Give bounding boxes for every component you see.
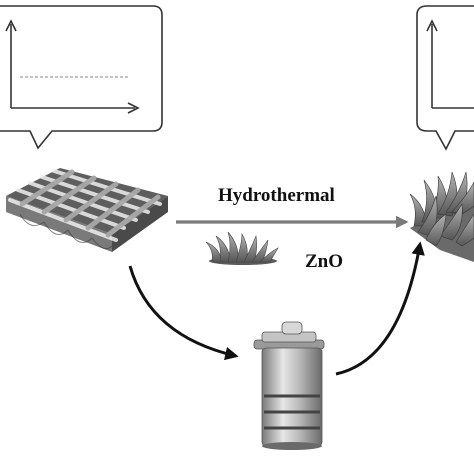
left-plot-x-arrowhead bbox=[127, 102, 140, 114]
to-autoclave-arrow bbox=[128, 265, 239, 361]
right-plot-y-arrowhead bbox=[426, 19, 438, 32]
from-autoclave-arrow bbox=[335, 241, 425, 376]
woven-fabric-illustration bbox=[6, 168, 168, 252]
zno-coated-fabric-illustration bbox=[409, 171, 474, 262]
autoclave-reactor-illustration bbox=[253, 321, 325, 450]
right-callout-outline bbox=[416, 5, 474, 151]
left-plot-callout bbox=[0, 5, 163, 150]
left-plot-y-arrowhead bbox=[5, 19, 17, 32]
zno-label: ZnO bbox=[305, 251, 343, 272]
zno-grass-icon bbox=[205, 231, 279, 265]
right-plot-callout bbox=[416, 5, 474, 151]
hydrothermal-label: Hydrothermal bbox=[218, 185, 335, 206]
